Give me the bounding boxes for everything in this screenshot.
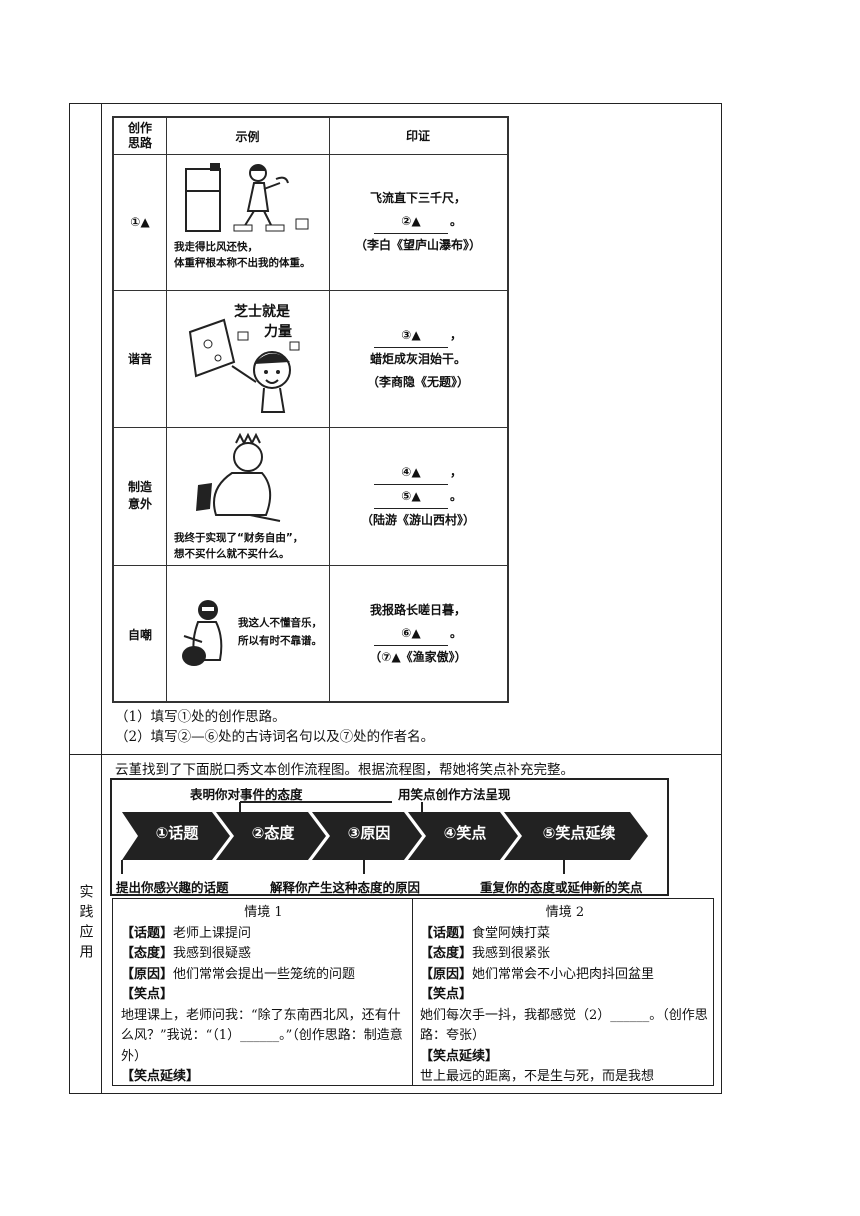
- flow-chart: 表明你对事件的态度 用笑点创作方法呈现 ①话题 ②态度 ③原因 ④笑点 ⑤笑点延…: [110, 778, 669, 896]
- think-4: 自嘲: [127, 627, 152, 642]
- example-2: [166, 290, 329, 427]
- caption-2: 芝士就是 力量: [234, 304, 292, 340]
- situations-table: 情境 1 【话题】老师上课提问 【态度】我感到很疑惑 【原因】他们常常会提出一些…: [112, 898, 714, 1086]
- flow-step-3: ③原因: [347, 824, 391, 842]
- side-label: 实践应用: [77, 883, 94, 964]
- question-2: （2）填写②—⑥处的古诗词名句以及⑦处的作者名。: [115, 729, 435, 745]
- proof-1: 飞流直下三千尺， ②▲。 （李白《望庐山瀑布》）: [354, 191, 481, 252]
- cheese-boy-illustration: [188, 318, 299, 413]
- example-3: [166, 427, 329, 565]
- header-proof: 印证: [405, 128, 430, 143]
- caption-3: 我终于实现了“财务自由”， 想不买什么就不买什么。: [174, 532, 304, 560]
- flow-top-label-1: 表明你对事件的态度: [190, 787, 303, 802]
- musician-illustration: [182, 600, 223, 666]
- flow-bottom-label-1: 提出你感兴趣的话题: [116, 880, 229, 895]
- flow-step-1: ①话题: [155, 824, 199, 842]
- header-example: 示例: [235, 129, 260, 144]
- question-1: （1）填写①处的创作思路。: [115, 709, 286, 725]
- proof-4: 我报路长嗟日暮， ⑥▲。 （⑦▲《渔家傲》）: [369, 603, 467, 664]
- examples-table: 创作 思路 示例 印证 ①▲ 我走得比风还快， 体重秤根本称不出我的体重。 飞流…: [112, 116, 509, 703]
- think-1: ①▲: [130, 215, 150, 229]
- outer-table: 实践应用: [69, 103, 722, 1094]
- caption-1: 我走得比风还快， 体重秤根本称不出我的体重。: [174, 241, 311, 269]
- flow-bottom-label-3: 重复你的态度或延伸新的笑点: [480, 880, 643, 895]
- flow-step-2: ②态度: [251, 824, 295, 842]
- header-think: 创作 思路: [127, 121, 152, 150]
- situation-1: 情境 1 【话题】老师上课提问 【态度】我感到很疑惑 【原因】他们常常会提出一些…: [121, 905, 403, 1084]
- proof-3: ④▲， ⑤▲。 （陆游《游山西村》）: [329, 427, 507, 565]
- situation-2: 情境 2 【话题】食堂阿姨打菜 【态度】我感到很紧张 【原因】她们常常会不小心把…: [420, 905, 708, 1084]
- flow-top-label-2: 用笑点创作方法呈现: [398, 787, 511, 802]
- intro-text: 云堇找到了下面脱口秀文本创作流程图。根据流程图，帮她将笑点补充完整。: [115, 762, 574, 778]
- flow-step-4: ④笑点: [443, 824, 487, 842]
- example-4: [166, 565, 329, 703]
- example-1: [166, 154, 329, 290]
- sitting-man-illustration: [195, 432, 280, 522]
- think-3: 制造 意外: [127, 480, 152, 511]
- flow-arrows: [121, 801, 648, 874]
- flow-step-5: ⑤笑点延续: [542, 824, 616, 842]
- think-2: 谐音: [127, 352, 152, 366]
- proof-2: ③▲， 蜡炬成灰泪始干。 （李商隐《无题》）: [329, 290, 507, 427]
- caption-4: 我这人不懂音乐， 所以有时不靠谱。: [238, 617, 322, 647]
- flow-bottom-label-2: 解释你产生这种态度的原因: [270, 880, 421, 895]
- fridge-walking-illustration: [184, 163, 308, 232]
